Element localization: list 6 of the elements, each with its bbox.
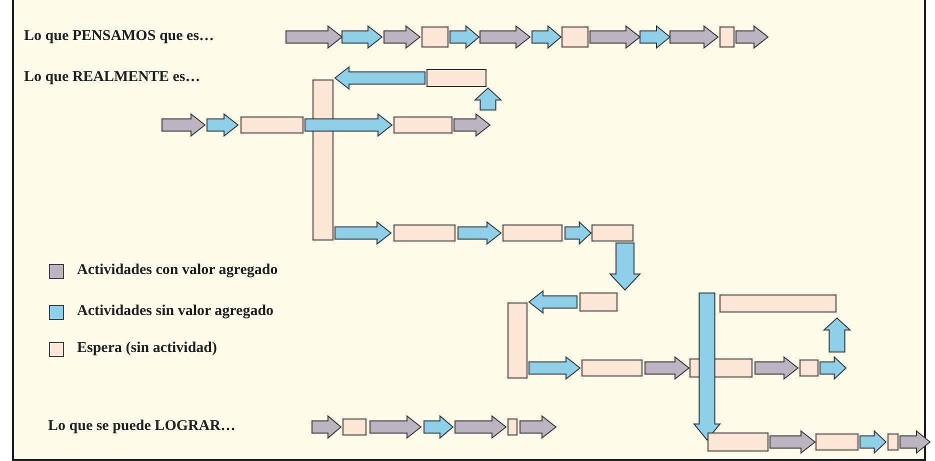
row-heading: Lo que PENSAMOS que es…	[24, 28, 214, 45]
row-heading: Lo que se puede LOGRAR…	[48, 418, 236, 435]
legend-label: Actividades con valor agregado	[77, 262, 278, 279]
row-heading: Lo que REALMENTE es…	[24, 69, 200, 86]
legend-label: Actividades sin valor agregado	[77, 303, 274, 320]
legend-label: Espera (sin actividad)	[77, 340, 218, 357]
